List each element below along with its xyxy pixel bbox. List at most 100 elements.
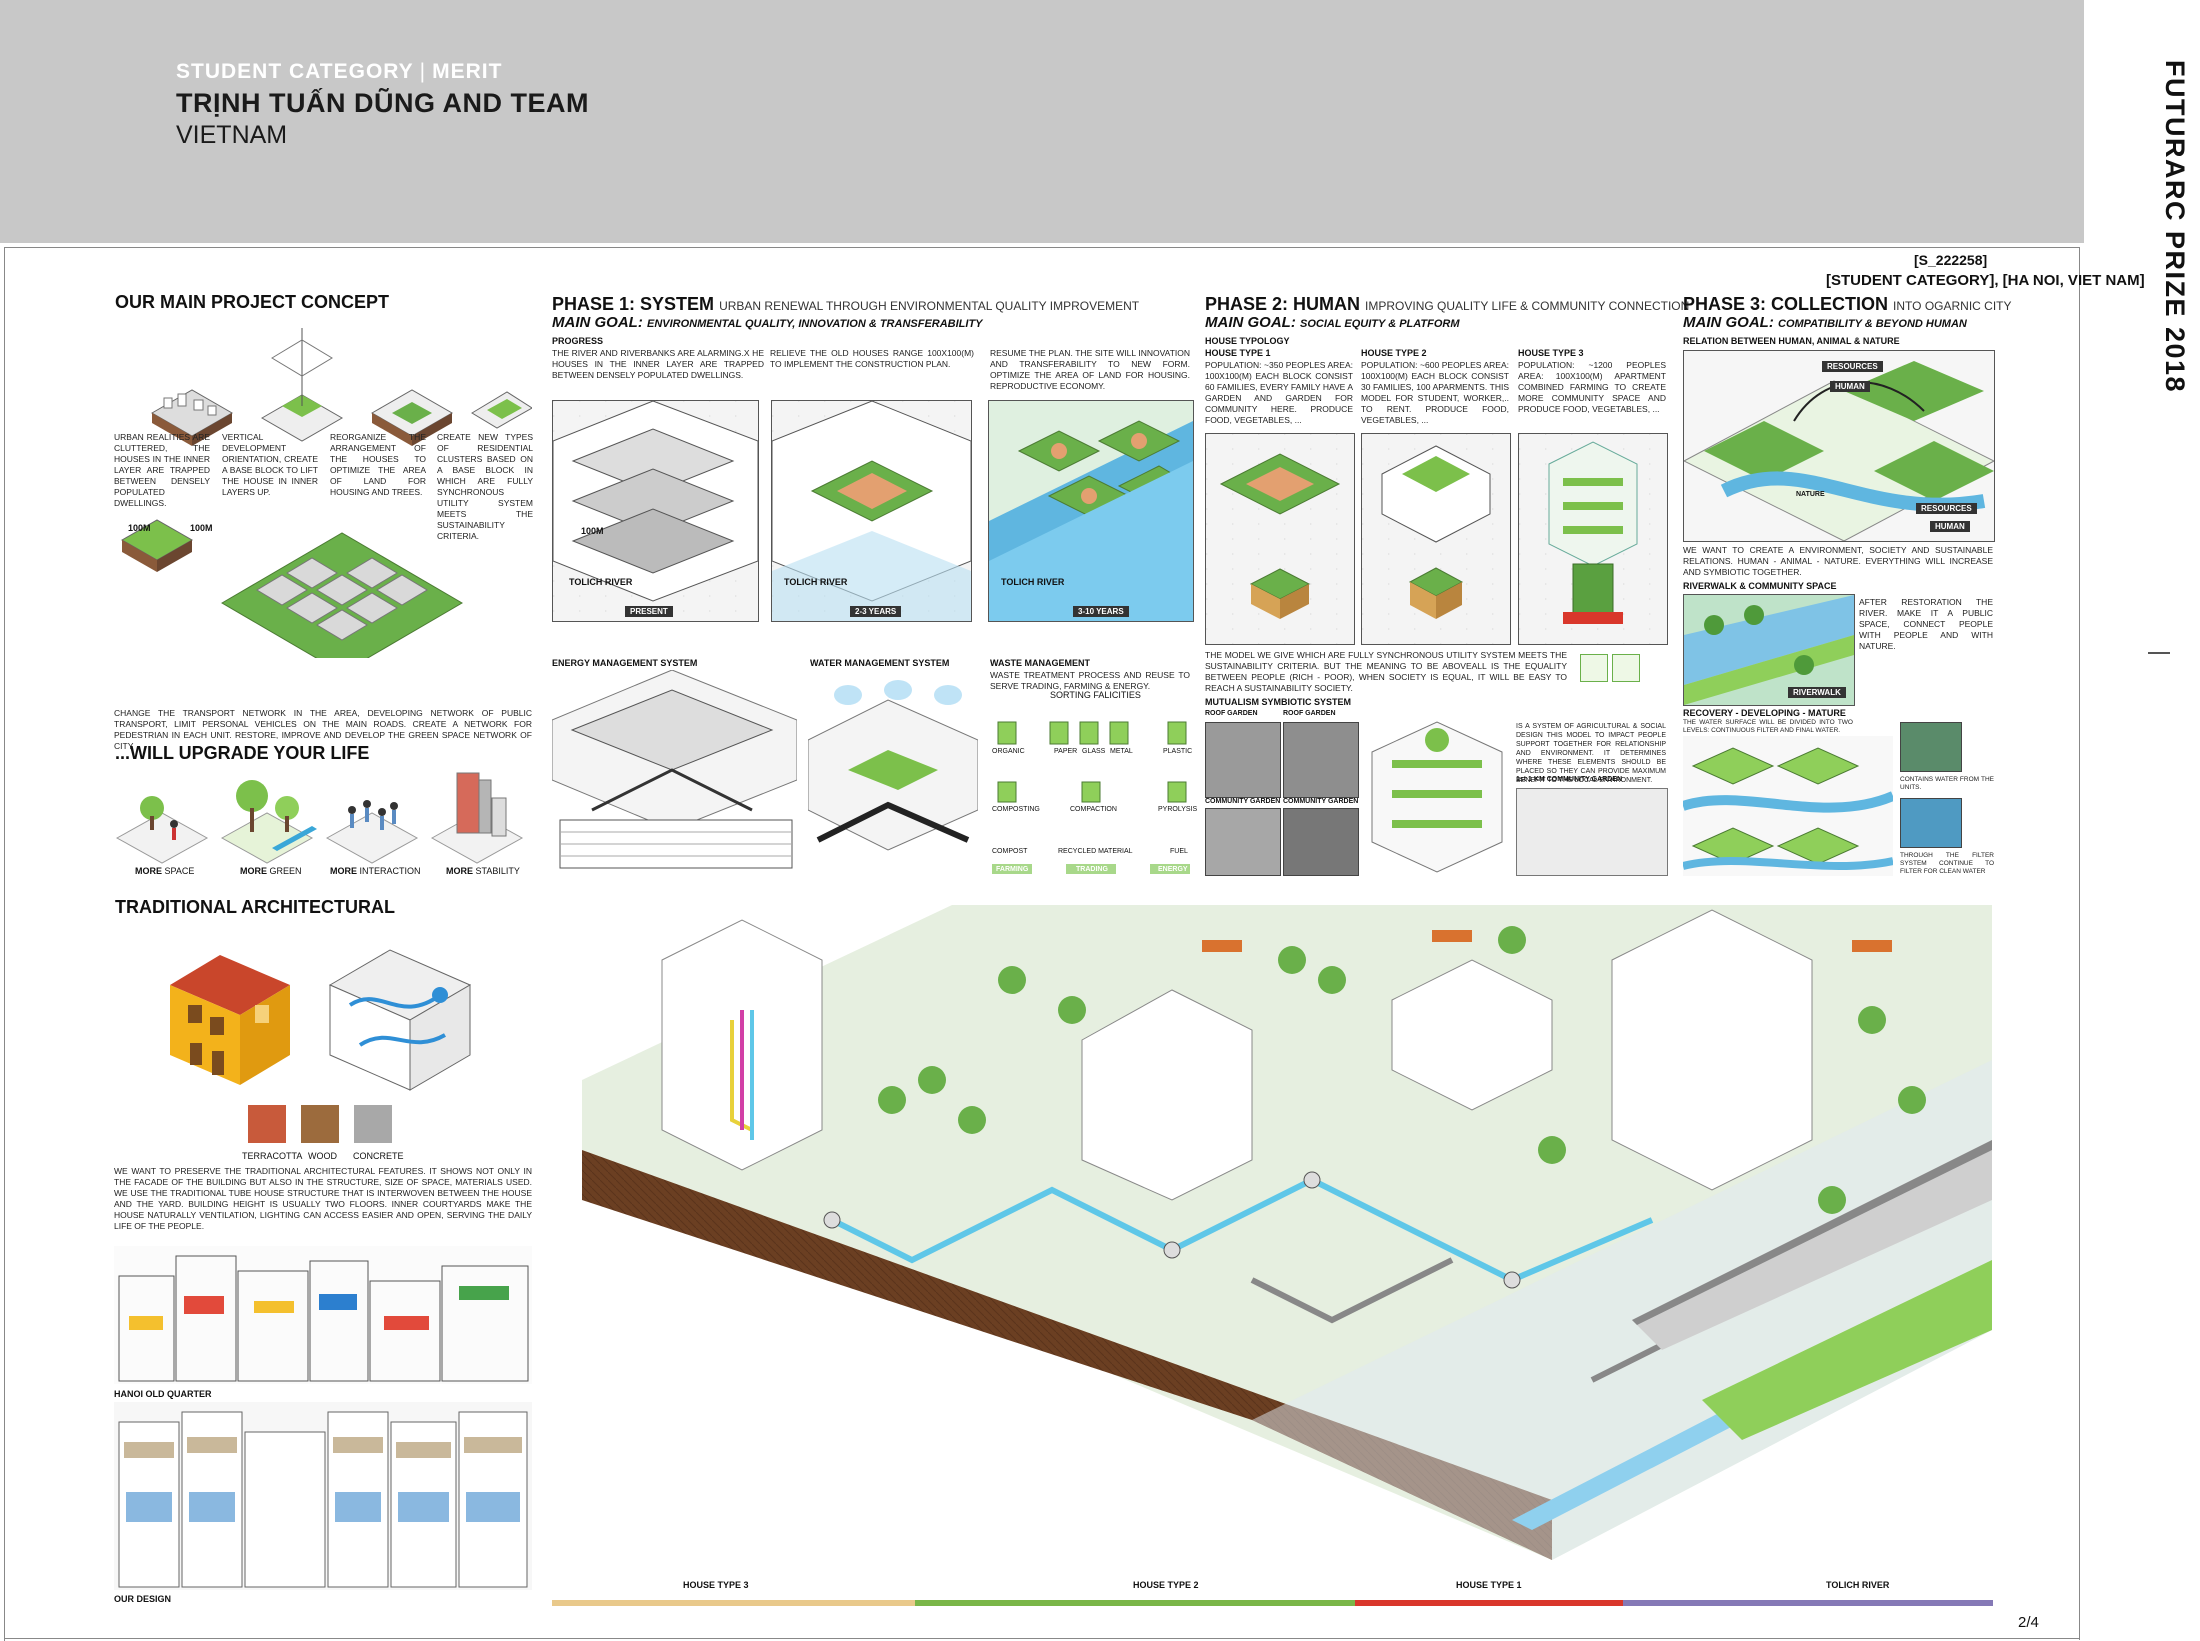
concept-dimension-1: 100M <box>128 523 151 533</box>
process-composting: COMPOSTING <box>992 806 1040 813</box>
recovery-diagram <box>1683 736 1893 876</box>
present-stage-tag: PRESENT <box>625 606 673 617</box>
riverwalk-sketch <box>1684 595 1854 705</box>
recycle-icon <box>1580 654 1608 682</box>
category-line: STUDENT CATEGORY|MERIT <box>176 60 503 83</box>
mutualism-building-sketch <box>1371 721 1503 873</box>
transport-text: CHANGE THE TRANSPORT NETWORK IN THE AREA… <box>114 708 532 751</box>
phase1-goal: MAIN GOAL: ENVIRONMENTAL QUALITY, INNOVA… <box>552 314 983 331</box>
phase2-subtitle: IMPROVING QUALITY LIFE & COMMUNITY CONNE… <box>1365 299 1690 313</box>
mid-stage-tag: 2-3 YEARS <box>850 606 902 617</box>
relation-text: WE WANT TO CREATE A ENVIRONMENT, SOCIETY… <box>1683 545 1993 577</box>
garden-label-4: COMMUNITY GARDEN <box>1283 798 1359 805</box>
concept-title: OUR MAIN PROJECT CONCEPT <box>115 292 390 312</box>
house-type-1-text: POPULATION: ~350 PEOPLES AREA: 100X100(M… <box>1205 360 1353 425</box>
house-type-3-sketch <box>1548 441 1638 624</box>
upgrade-title: ...WILL UPGRADE YOUR LIFE <box>115 743 370 763</box>
roof-garden-photo-1 <box>1205 722 1281 798</box>
relation-label-nature: NATURE <box>1796 491 1825 498</box>
riverwalk-text: AFTER RESTORATION THE RIVER. MAKE IT A P… <box>1859 597 1993 651</box>
progress-label: PROGRESS <box>552 336 604 346</box>
mid-phase-sketch <box>772 401 971 621</box>
filter-text: THROUGH THE FILTER SYSTEM CONTINUE TO FI… <box>1900 852 1994 875</box>
concept-step-4-text: CREATE NEW TYPES OF RESIDENTIAL CLUSTERS… <box>437 432 533 541</box>
progress-text-3: RESUME THE PLAN. THE SITE WILL INNOVATIO… <box>990 348 1190 391</box>
award-label: MERIT <box>432 60 503 83</box>
wood-label: WOOD <box>308 1151 337 1161</box>
our-design-elevation <box>114 1402 532 1590</box>
phase3-goal: MAIN GOAL: COMPATIBILITY & BEYOND HUMAN <box>1683 314 1967 331</box>
concrete-label: CONCRETE <box>353 1151 404 1161</box>
wood-swatch <box>301 1105 339 1143</box>
house-type-3-name: HOUSE TYPE 3 <box>1518 348 1584 358</box>
use-trading: TRADING <box>1076 866 1108 873</box>
concept-step-1-text: URBAN REALITIES ARE CLUTTERED, THE HOUSE… <box>114 432 210 508</box>
phase3-title: PHASE 3: COLLECTION INTO OGARNIC CITY <box>1683 294 2011 315</box>
category-label: STUDENT CATEGORY <box>176 60 414 83</box>
recovery-subtitle: THE WATER SURFACE WILL BE DIVIDED INTO T… <box>1683 719 1853 734</box>
side-title-text: FUTURARC PRIZE 2018 <box>2160 60 2190 394</box>
our-design-label: OUR DESIGN <box>114 1594 172 1604</box>
more-green-label: MORE GREEN <box>240 866 302 876</box>
side-title: FUTURARC PRIZE 2018 <box>2148 60 2200 420</box>
output-recycled: RECYCLED MATERIAL <box>1058 848 1133 855</box>
riverwalk-image: RIVERWALK <box>1683 594 1855 706</box>
phase1-present-panel: 100M TOLICH RIVER PRESENT <box>552 400 759 622</box>
house-type-2-text: POPULATION: ~600 PEOPLES AREA: 100X100(M… <box>1361 360 1509 425</box>
board-frame <box>4 247 2080 1641</box>
typology-label: HOUSE TYPOLOGY <box>1205 336 1290 346</box>
mutualism-text: IS A SYSTEM OF AGRICULTURAL & SOCIAL DES… <box>1516 723 1666 784</box>
sort-plastic: PLASTIC <box>1163 748 1193 755</box>
process-pyrolysis: PYROLYSIS <box>1158 806 1198 813</box>
concept-step-2-text: VERTICAL DEVELOPMENT ORIENTATION, CREATE… <box>222 432 318 497</box>
relation-label-human-2: HUMAN <box>1930 521 1970 532</box>
house-type-3-panel <box>1518 433 1668 645</box>
terracotta-label: TERRACOTTA <box>242 1151 303 1161</box>
section-house-illustration <box>328 949 472 1091</box>
relation-label-human-1: HUMAN <box>1830 381 1870 392</box>
relation-label-resources-1: RESOURCES <box>1822 361 1883 372</box>
community-icon <box>1612 654 1640 682</box>
phase1-title: PHASE 1: SYSTEM URBAN RENEWAL THROUGH EN… <box>552 294 1139 315</box>
house-type-1-sketch <box>1219 453 1341 619</box>
garden-label-1: ROOF GARDEN <box>1205 710 1258 717</box>
water-system-diagram <box>808 680 978 851</box>
riverwalk-title: RIVERWALK & COMMUNITY SPACE <box>1683 581 1837 591</box>
concept-dimension-2: 100M <box>190 523 213 533</box>
sort-metal: METAL <box>1110 748 1133 755</box>
sort-glass: GLASS <box>1082 748 1106 755</box>
waste-text: WASTE TREATMENT PROCESS AND REUSE TO SER… <box>990 670 1190 691</box>
legend-bar-house-type-1 <box>1355 1600 1623 1606</box>
phase2-title: PHASE 2: HUMAN IMPROVING QUALITY LIFE & … <box>1205 294 1689 315</box>
garden-label-3: COMMUNITY GARDEN <box>1205 798 1281 805</box>
legend-house-type-2: HOUSE TYPE 2 <box>1133 1580 1199 1590</box>
legend-house-type-3: HOUSE TYPE 3 <box>683 1580 749 1590</box>
house-type-2-name: HOUSE TYPE 2 <box>1361 348 1427 358</box>
concept-step-2-block <box>260 328 344 442</box>
phase1-3-10-years-panel: TOLICH RIVER 3-10 YEARS <box>988 400 1194 622</box>
side-divider <box>2148 652 2170 654</box>
recovery-title: RECOVERY - DEVELOPING - MATURE <box>1683 708 1846 718</box>
more-stability-illustration <box>430 772 524 864</box>
team-name: TRỊNH TUẤN DŨNG AND TEAM <box>176 88 589 118</box>
waste-title: WASTE MANAGEMENT <box>990 658 1090 668</box>
old-quarter-sketch <box>114 1246 532 1384</box>
legend-tolich-river: TOLICH RIVER <box>1826 1580 1890 1590</box>
legend-bar-tolich-river <box>1623 1600 1993 1606</box>
house-type-2-sketch <box>1381 445 1491 619</box>
traditional-house-illustrations <box>170 949 472 1091</box>
community-garden-photo-1 <box>1205 808 1281 876</box>
community-garden-map <box>1516 788 1668 876</box>
concept-step-4-block <box>471 391 532 429</box>
location-line: [STUDENT CATEGORY], [HA NOI, VIET NAM] <box>1826 272 2145 289</box>
master-axonometric-section <box>582 905 1992 1560</box>
present-housing-sketch <box>553 401 758 602</box>
submission-code: [S_222258] <box>1914 252 1988 268</box>
concept-small-block <box>120 519 194 572</box>
roof-garden-photo-2 <box>1283 722 1359 798</box>
page-number: 2/4 <box>2018 1614 2039 1631</box>
legend-house-type-1: HOUSE TYPE 1 <box>1456 1580 1522 1590</box>
concept-cluster <box>221 532 463 658</box>
riverwalk-tag: RIVERWALK <box>1788 687 1846 698</box>
present-river-label: TOLICH RIVER <box>569 577 633 587</box>
